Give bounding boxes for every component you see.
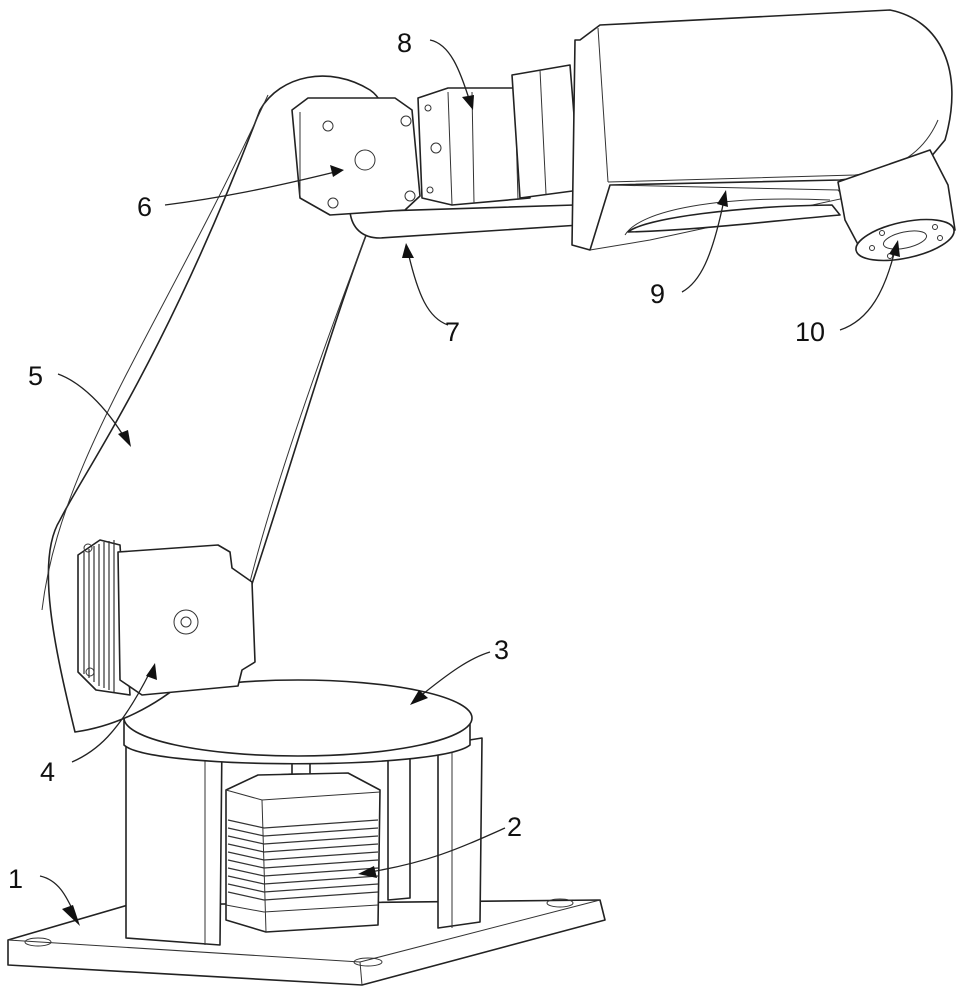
label-upper-arm: 5 — [28, 361, 43, 391]
label-wrist-motor: 8 — [397, 28, 412, 58]
leader-10 — [839, 249, 896, 331]
leader-lines — [39, 39, 896, 916]
forearm-housing — [571, 9, 953, 251]
label-forearm-housing: 9 — [650, 279, 665, 309]
turntable-disk — [123, 679, 473, 765]
shoulder-motor-lamination-stack — [83, 540, 115, 692]
base-column — [125, 737, 483, 946]
label-base-plate: 1 — [8, 864, 23, 894]
leader-2 — [369, 827, 506, 873]
shoulder-motor — [77, 539, 256, 696]
label-end-flange: 10 — [795, 317, 825, 347]
wrist-motor — [417, 64, 581, 206]
leader-7 — [407, 251, 449, 326]
arrowheads — [62, 95, 900, 926]
label-shoulder-motor: 4 — [40, 757, 55, 787]
leader-9 — [681, 199, 725, 293]
reference-labels: 1 2 3 4 5 6 7 8 9 10 — [8, 28, 825, 894]
label-base-motor: 2 — [507, 812, 522, 842]
leader-6 — [164, 171, 336, 206]
elbow-bracket — [349, 204, 581, 239]
elbow-motor — [291, 97, 421, 216]
base-motor-lamination-stack — [227, 819, 379, 901]
label-elbow-motor: 6 — [137, 192, 152, 222]
leader-8 — [429, 39, 471, 103]
leader-3 — [417, 651, 491, 699]
label-elbow-bracket: 7 — [445, 317, 460, 347]
base-motor — [225, 759, 381, 933]
leader-5 — [57, 373, 127, 441]
end-flange — [837, 149, 956, 262]
label-turntable: 3 — [494, 635, 509, 665]
leader-4 — [71, 671, 151, 763]
